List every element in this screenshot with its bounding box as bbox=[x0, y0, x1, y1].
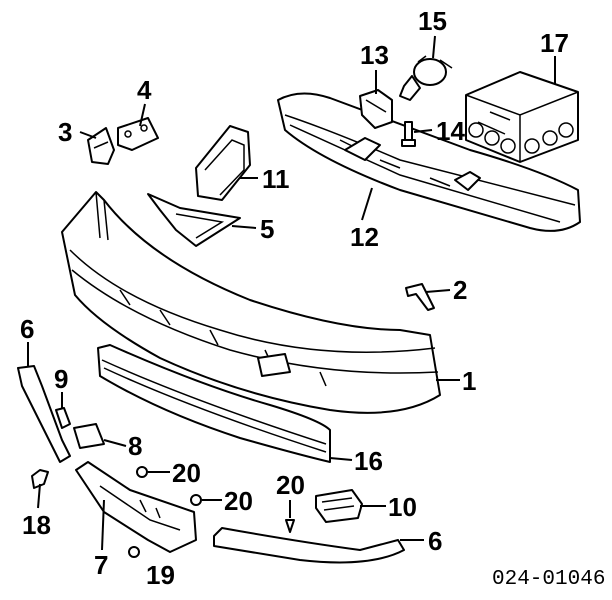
bracket-right bbox=[117, 117, 159, 151]
reinforcement-bar bbox=[277, 92, 581, 232]
callout-7: 7 bbox=[94, 550, 108, 580]
diagram-code: 024-01046 bbox=[492, 568, 605, 591]
bracket-8 bbox=[73, 423, 105, 449]
callout-3: 3 bbox=[58, 117, 72, 147]
callout-15: 15 bbox=[418, 6, 447, 36]
callout-6a: 6 bbox=[20, 314, 34, 344]
callout-18: 18 bbox=[22, 510, 51, 540]
push-rivets bbox=[128, 466, 295, 558]
trim-strip-left bbox=[17, 365, 71, 463]
pin-18 bbox=[31, 469, 49, 489]
callout-17: 17 bbox=[540, 28, 569, 58]
fog-lamp-cover bbox=[315, 489, 363, 523]
callout-11: 11 bbox=[262, 164, 290, 194]
bulb bbox=[399, 55, 453, 101]
lower-grille bbox=[97, 344, 331, 463]
callout-labels: 1 2 3 4 5 6 6 7 8 9 10 11 12 13 14 15 16… bbox=[20, 6, 569, 590]
air-duct bbox=[195, 125, 251, 201]
callout-4: 4 bbox=[137, 75, 152, 105]
callout-12: 12 bbox=[350, 222, 379, 252]
callout-20a: 20 bbox=[172, 458, 201, 488]
duct-bracket bbox=[147, 193, 241, 247]
callout-6b: 6 bbox=[428, 526, 442, 556]
absorber-block bbox=[465, 71, 579, 163]
callout-14: 14 bbox=[436, 116, 465, 146]
trim-strip-right bbox=[213, 527, 405, 564]
clip bbox=[359, 89, 393, 129]
pin-clip bbox=[55, 407, 71, 429]
callout-20b: 20 bbox=[224, 486, 253, 516]
callout-2: 2 bbox=[453, 275, 467, 305]
callout-1: 1 bbox=[462, 366, 476, 396]
bumper-cover bbox=[61, 191, 441, 414]
leader-lines bbox=[27, 35, 556, 551]
callout-16: 16 bbox=[354, 446, 383, 476]
callout-9: 9 bbox=[54, 364, 68, 394]
bracket-left bbox=[87, 127, 115, 165]
callout-13: 13 bbox=[360, 40, 389, 70]
callout-10: 10 bbox=[388, 492, 417, 522]
callout-8: 8 bbox=[128, 431, 142, 461]
callout-19: 19 bbox=[146, 560, 175, 590]
license-plate-bracket bbox=[75, 461, 197, 553]
bolt bbox=[401, 121, 416, 147]
callout-20c: 20 bbox=[276, 470, 305, 500]
small-bracket bbox=[405, 283, 435, 311]
callout-5: 5 bbox=[260, 214, 274, 244]
